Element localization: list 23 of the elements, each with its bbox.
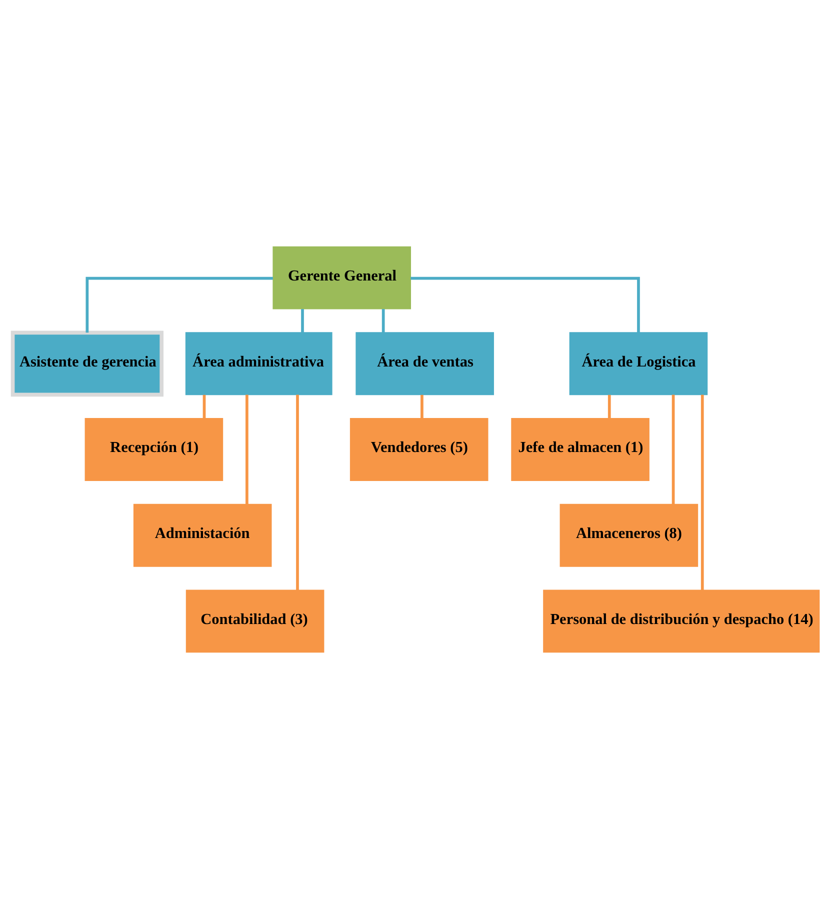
node-box: Asistente de gerencia [10, 330, 164, 397]
connector [301, 309, 304, 333]
connector [410, 276, 640, 333]
connector [382, 309, 385, 333]
connector [202, 394, 206, 418]
connector [672, 394, 675, 504]
connector [608, 394, 611, 418]
connector [86, 276, 273, 333]
node-box: Área administrativa [185, 332, 332, 396]
node-box: Área de Logistica [569, 332, 708, 396]
node-box: Gerente General [272, 246, 411, 310]
node-box: Contabilidad (3) [186, 590, 324, 653]
node-box: Almaceneros (8) [560, 504, 698, 567]
node-box: Personal de distribución y despacho (14) [543, 590, 820, 653]
connector [246, 394, 248, 504]
node-box: Jefe de almacen (1) [511, 418, 650, 481]
connector [296, 394, 299, 590]
node-box: Vendedores (5) [350, 418, 488, 481]
connector [700, 394, 704, 590]
node-box: Administación [133, 504, 272, 567]
connector [420, 394, 424, 418]
node-box: Área de ventas [356, 332, 494, 396]
node-box: Recepción (1) [84, 418, 224, 481]
